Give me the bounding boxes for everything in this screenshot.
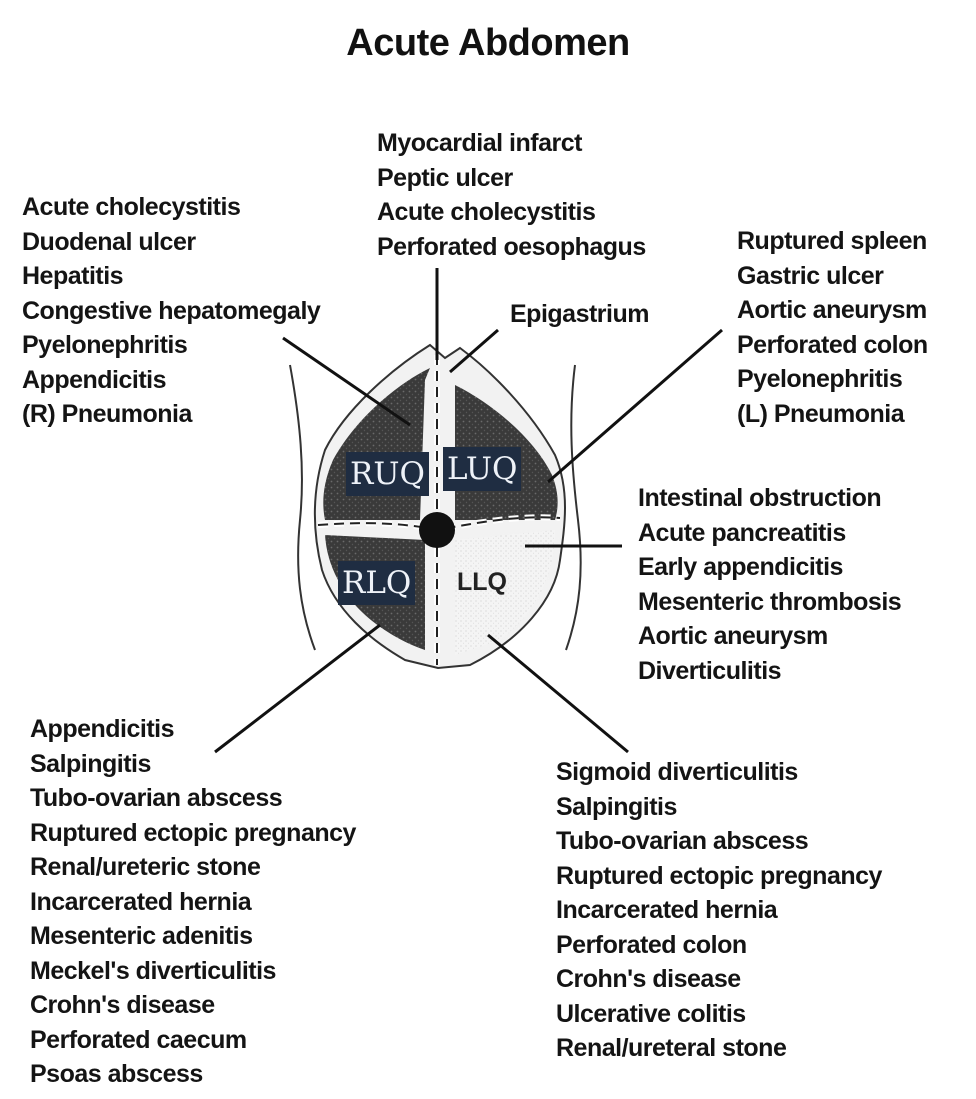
list-item: Perforated colon	[556, 928, 882, 963]
list-item: Acute cholecystitis	[22, 190, 320, 225]
list-item: Pyelonephritis	[737, 362, 928, 397]
list-item: Ulcerative colitis	[556, 997, 882, 1032]
rlq-list: Appendicitis Salpingitis Tubo-ovarian ab…	[30, 712, 356, 1092]
list-item: Perforated oesophagus	[377, 230, 646, 265]
list-item: Ruptured ectopic pregnancy	[556, 859, 882, 894]
list-item: Aortic aneurysm	[638, 619, 901, 654]
umbilicus	[419, 512, 455, 548]
list-item: Mesenteric thrombosis	[638, 585, 901, 620]
list-item: Tubo-ovarian abscess	[556, 824, 882, 859]
luq-label: LUQ	[443, 447, 521, 491]
list-item: Mesenteric adenitis	[30, 919, 356, 954]
list-item: Incarcerated hernia	[556, 893, 882, 928]
list-item: Salpingitis	[556, 790, 882, 825]
list-item: Ruptured ectopic pregnancy	[30, 816, 356, 851]
list-item: Tubo-ovarian abscess	[30, 781, 356, 816]
list-item: Salpingitis	[30, 747, 356, 782]
list-item: Sigmoid diverticulitis	[556, 755, 882, 790]
rlq-label: RLQ	[338, 561, 415, 605]
top-list: Myocardial infarct Peptic ulcer Acute ch…	[377, 126, 646, 264]
list-item: Appendicitis	[30, 712, 356, 747]
list-item: Gastric ulcer	[737, 259, 928, 294]
list-item: Appendicitis	[22, 363, 320, 398]
list-item: Duodenal ulcer	[22, 225, 320, 260]
list-item: Ruptured spleen	[737, 224, 928, 259]
list-item: Renal/ureteric stone	[30, 850, 356, 885]
list-item: Early appendicitis	[638, 550, 901, 585]
list-item: Pyelonephritis	[22, 328, 320, 363]
llq-list: Sigmoid diverticulitis Salpingitis Tubo-…	[556, 755, 882, 1066]
epigastrium-label: Epigastrium	[510, 300, 649, 329]
list-item: Psoas abscess	[30, 1057, 356, 1092]
list-item: Renal/ureteral stone	[556, 1031, 882, 1066]
list-item: Congestive hepatomegaly	[22, 294, 320, 329]
luq-list: Ruptured spleen Gastric ulcer Aortic ane…	[737, 224, 928, 431]
list-item: (L) Pneumonia	[737, 397, 928, 432]
list-item: Perforated colon	[737, 328, 928, 363]
list-item: Incarcerated hernia	[30, 885, 356, 920]
list-item: Perforated caecum	[30, 1023, 356, 1058]
list-item: Peptic ulcer	[377, 161, 646, 196]
list-item: Diverticulitis	[638, 654, 901, 689]
list-item: Acute cholecystitis	[377, 195, 646, 230]
list-item: Crohn's disease	[556, 962, 882, 997]
list-item: Hepatitis	[22, 259, 320, 294]
list-item: Aortic aneurysm	[737, 293, 928, 328]
list-item: Intestinal obstruction	[638, 481, 901, 516]
pointer-luq	[548, 330, 722, 482]
pointer-llq	[488, 635, 628, 752]
list-item: Crohn's disease	[30, 988, 356, 1023]
list-item: Myocardial infarct	[377, 126, 646, 161]
list-item: Meckel's diverticulitis	[30, 954, 356, 989]
body-outline-right	[566, 365, 581, 650]
llq-label: LLQ	[457, 568, 507, 597]
list-item: Acute pancreatitis	[638, 516, 901, 551]
central-list: Intestinal obstruction Acute pancreatiti…	[638, 481, 901, 688]
ruq-label: RUQ	[346, 452, 429, 496]
list-item: (R) Pneumonia	[22, 397, 320, 432]
ruq-list: Acute cholecystitis Duodenal ulcer Hepat…	[22, 190, 320, 432]
